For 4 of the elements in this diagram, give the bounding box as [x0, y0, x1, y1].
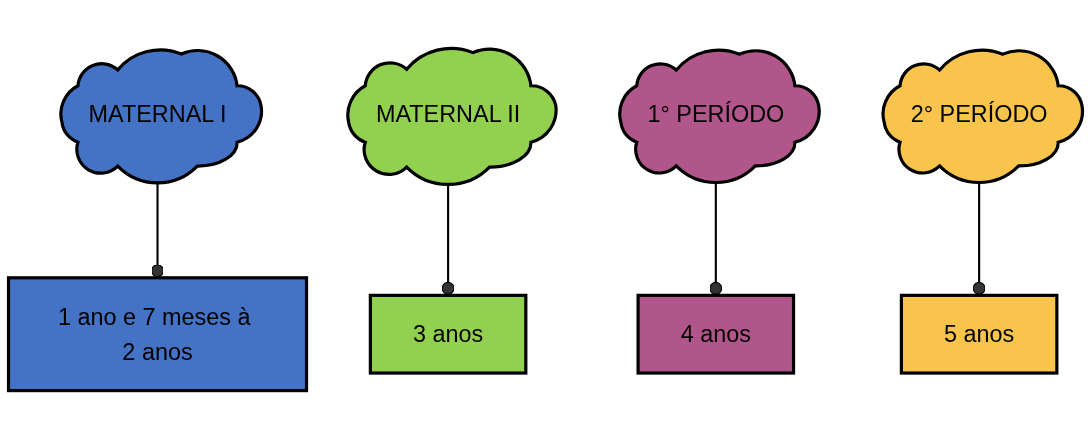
node-box: 3 anos	[368, 293, 528, 375]
node-box: 4 anos	[636, 293, 796, 375]
node-box: 5 anos	[899, 293, 1059, 375]
node-box: 1 ano e 7 meses à 2 anos	[6, 276, 309, 393]
